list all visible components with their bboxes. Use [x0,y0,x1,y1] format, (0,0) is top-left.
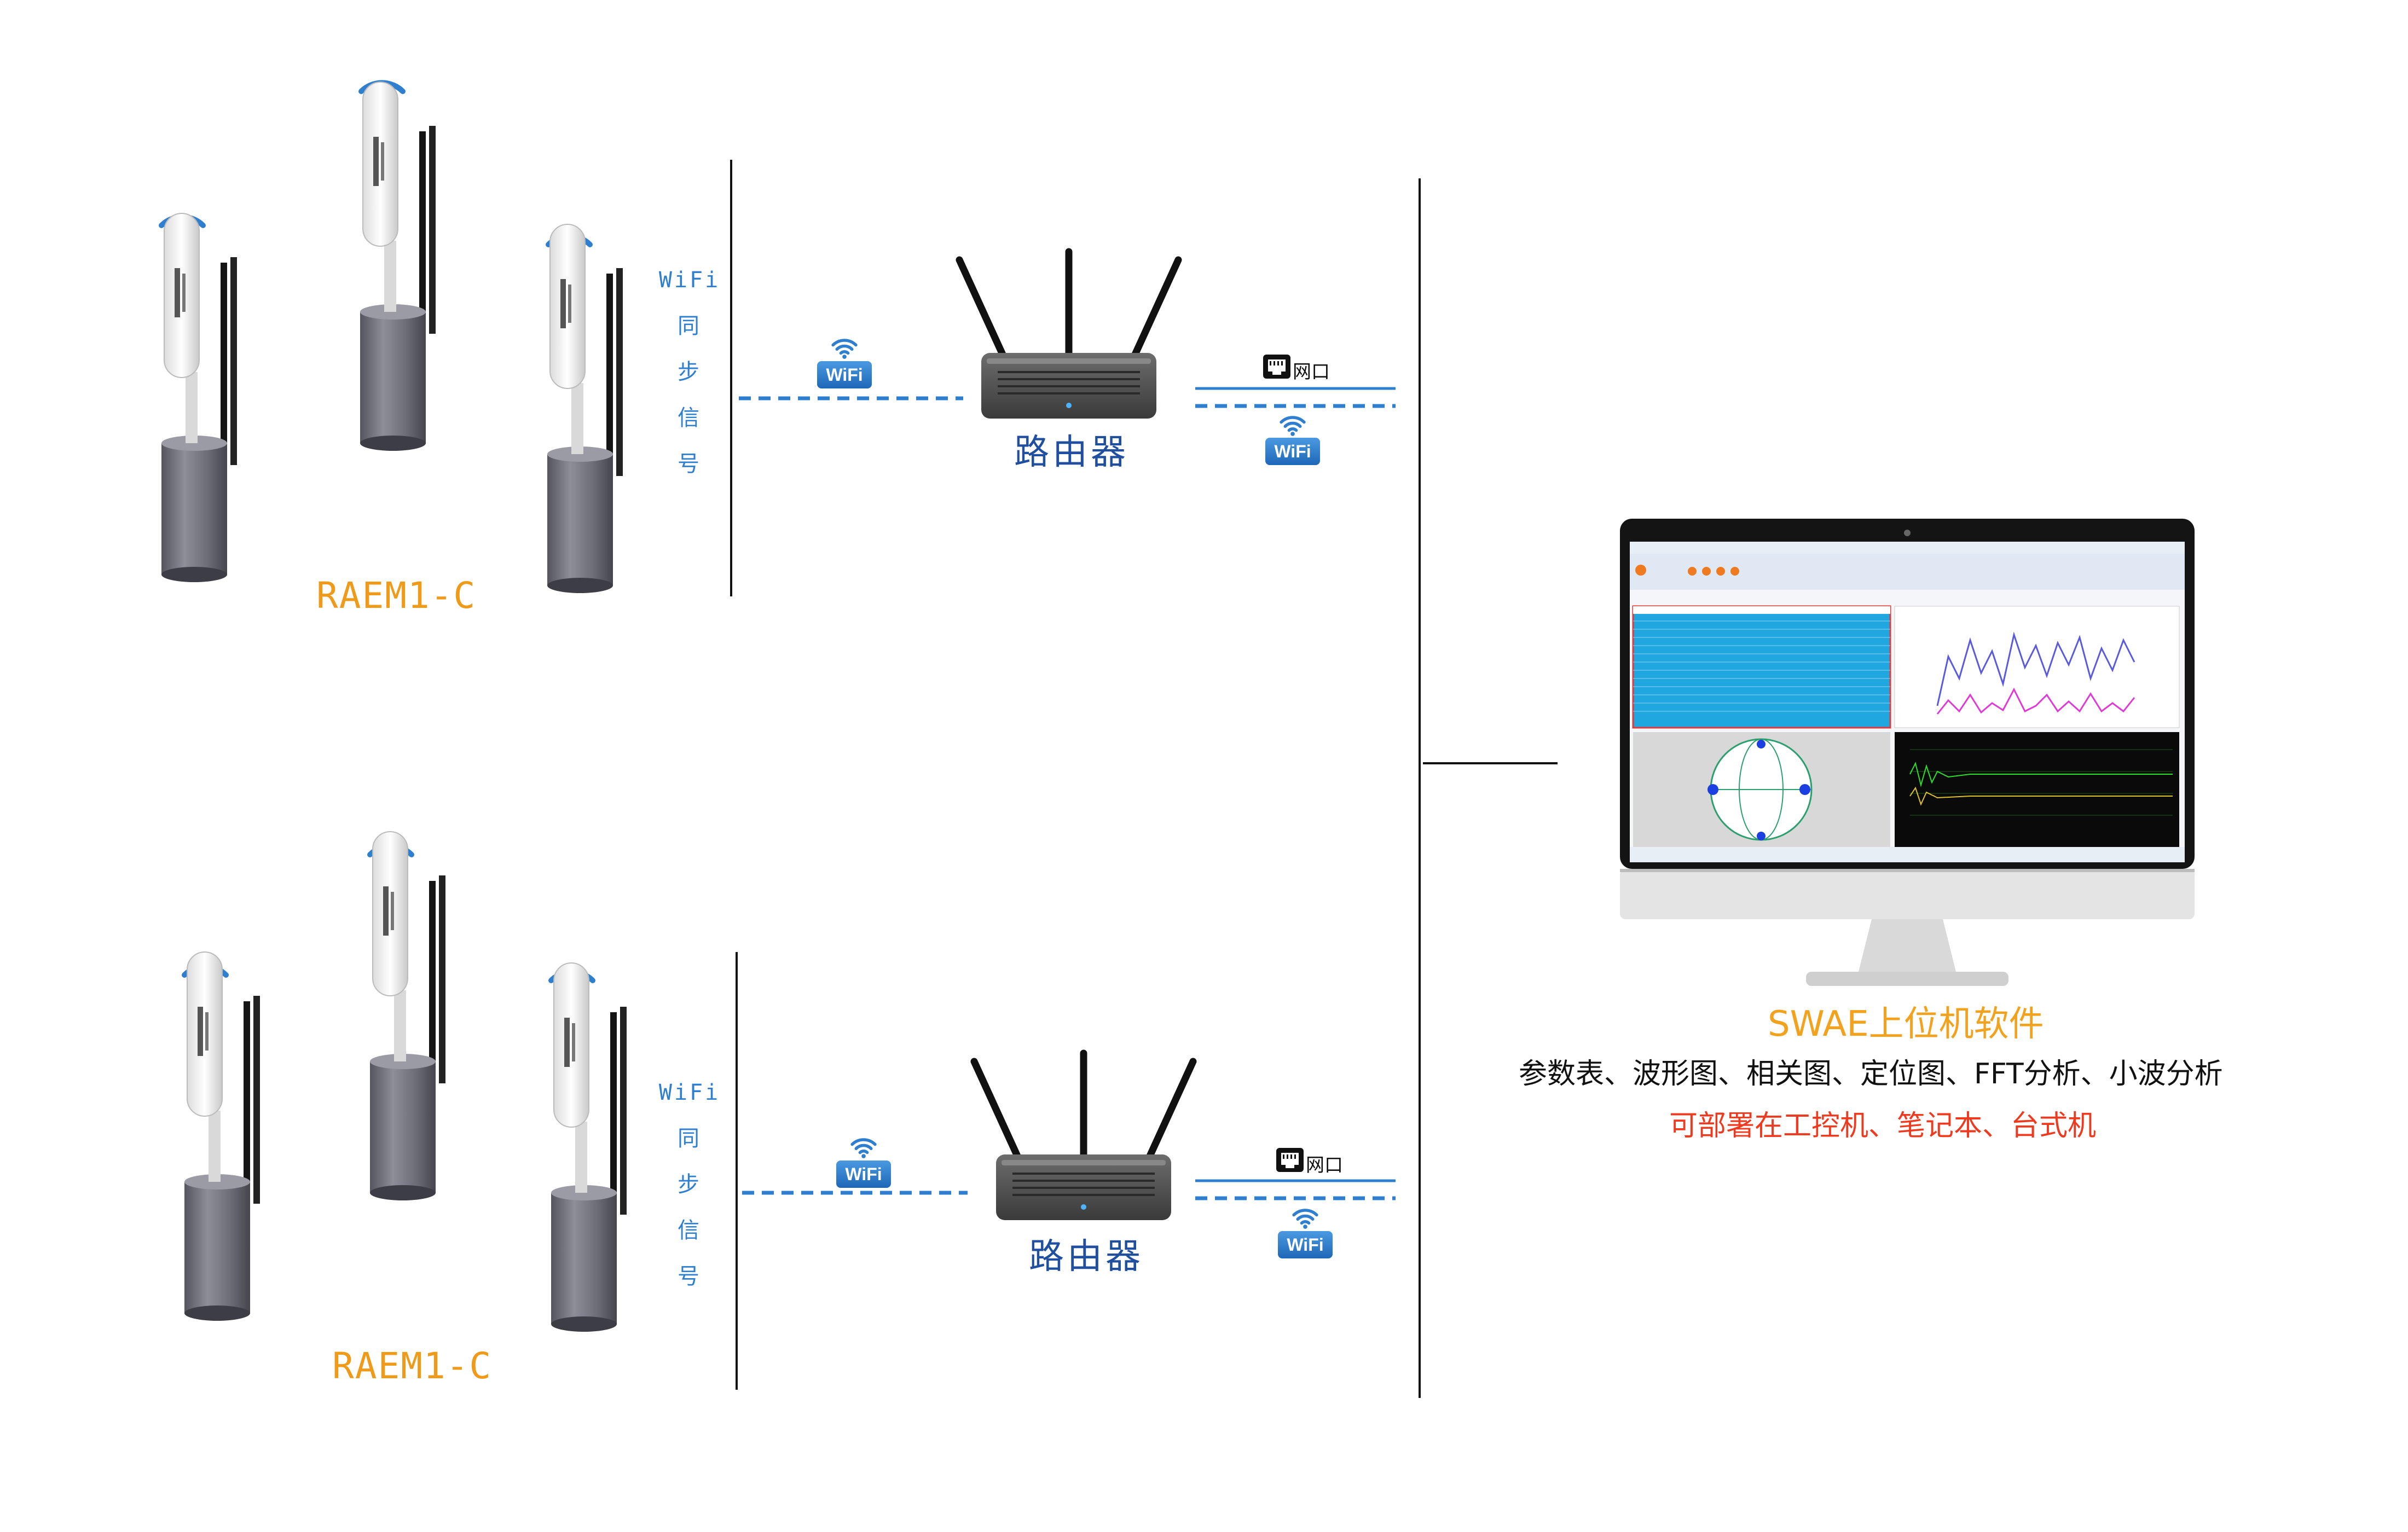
sensor-unit [184,951,261,1321]
router-label: 路由器 [1029,1237,1144,1277]
wifi-signal-icon [1294,1210,1317,1229]
lan-port-icon [1276,1148,1304,1172]
router-device [959,252,1178,419]
software-features: 参数表、波形图、相关图、定位图、FFT分析、小波分析 [1519,1058,2223,1090]
monitor [1620,519,2195,986]
software-title: SWAE上位机软件 [1768,1004,2044,1044]
sync-signal-label: WiFi 同 步 信 号 [657,257,722,487]
sensor-unit [547,224,623,594]
wifi-badge: WiFi [1265,438,1320,465]
sync-text-line: WiFi [658,1080,721,1105]
wifi-signal-icon [852,1140,875,1158]
sync-text-line: 步 [678,359,702,385]
router-label: 路由器 [1014,432,1129,473]
wifi-signal-icon [833,340,856,359]
wifi-badge: WiFi [817,361,872,388]
sync-text-line: 同 [678,1126,702,1151]
lan-label: 网口 [1306,1154,1343,1176]
software-deploy: 可部署在工控机、笔记本、台式机 [1669,1110,2097,1142]
wifi-badge: WiFi [836,1160,891,1188]
lan-label: 网口 [1293,361,1330,383]
sensor-model-label: RAEM1-C [332,1345,493,1387]
router-device [974,1053,1193,1220]
sync-text-line: WiFi [658,268,721,293]
sync-text-line: 信 [678,405,702,431]
wifi-signal-icon [1281,417,1304,436]
sync-text-line: 号 [678,1264,702,1289]
sensor-unit [161,213,238,583]
sync-text-line: 信 [678,1218,702,1243]
sensor-model-label: RAEM1-C [316,574,477,617]
sensor-unit [360,82,436,451]
sensor-unit [551,962,627,1332]
wifi-badge: WiFi [1278,1231,1333,1258]
sync-text-line: 号 [678,451,702,477]
sync-text-line: 同 [678,314,702,339]
lan-port-icon [1263,355,1290,379]
sensor-unit [369,831,446,1201]
sync-signal-label: WiFi 同 步 信 号 [657,1070,722,1299]
sync-text-line: 步 [678,1172,702,1197]
